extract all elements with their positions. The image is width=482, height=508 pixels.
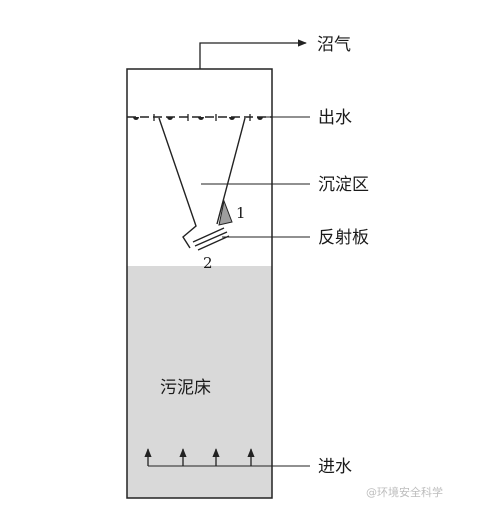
marker-2: 2 — [203, 254, 213, 272]
marker-1: 1 — [236, 204, 246, 222]
biogas-pipe — [199, 39, 307, 69]
outflow-weir — [127, 114, 272, 121]
label-inflow: 进水 — [318, 457, 352, 477]
label-settling-zone: 沉淀区 — [318, 175, 369, 195]
label-sludge-bed: 污泥床 — [160, 378, 211, 398]
sludge-bed-region — [127, 266, 272, 498]
inflow-distributor — [144, 448, 255, 466]
baffle-plate — [192, 227, 230, 251]
label-biogas: 沼气 — [317, 35, 351, 55]
baffle-wedge — [218, 199, 233, 226]
watermark-text: @环境安全科学 — [366, 485, 443, 499]
separator-left-wall — [158, 117, 197, 249]
label-baffle: 反射板 — [318, 228, 369, 248]
separator-right-wall — [216, 117, 246, 225]
label-outflow: 出水 — [318, 108, 352, 128]
